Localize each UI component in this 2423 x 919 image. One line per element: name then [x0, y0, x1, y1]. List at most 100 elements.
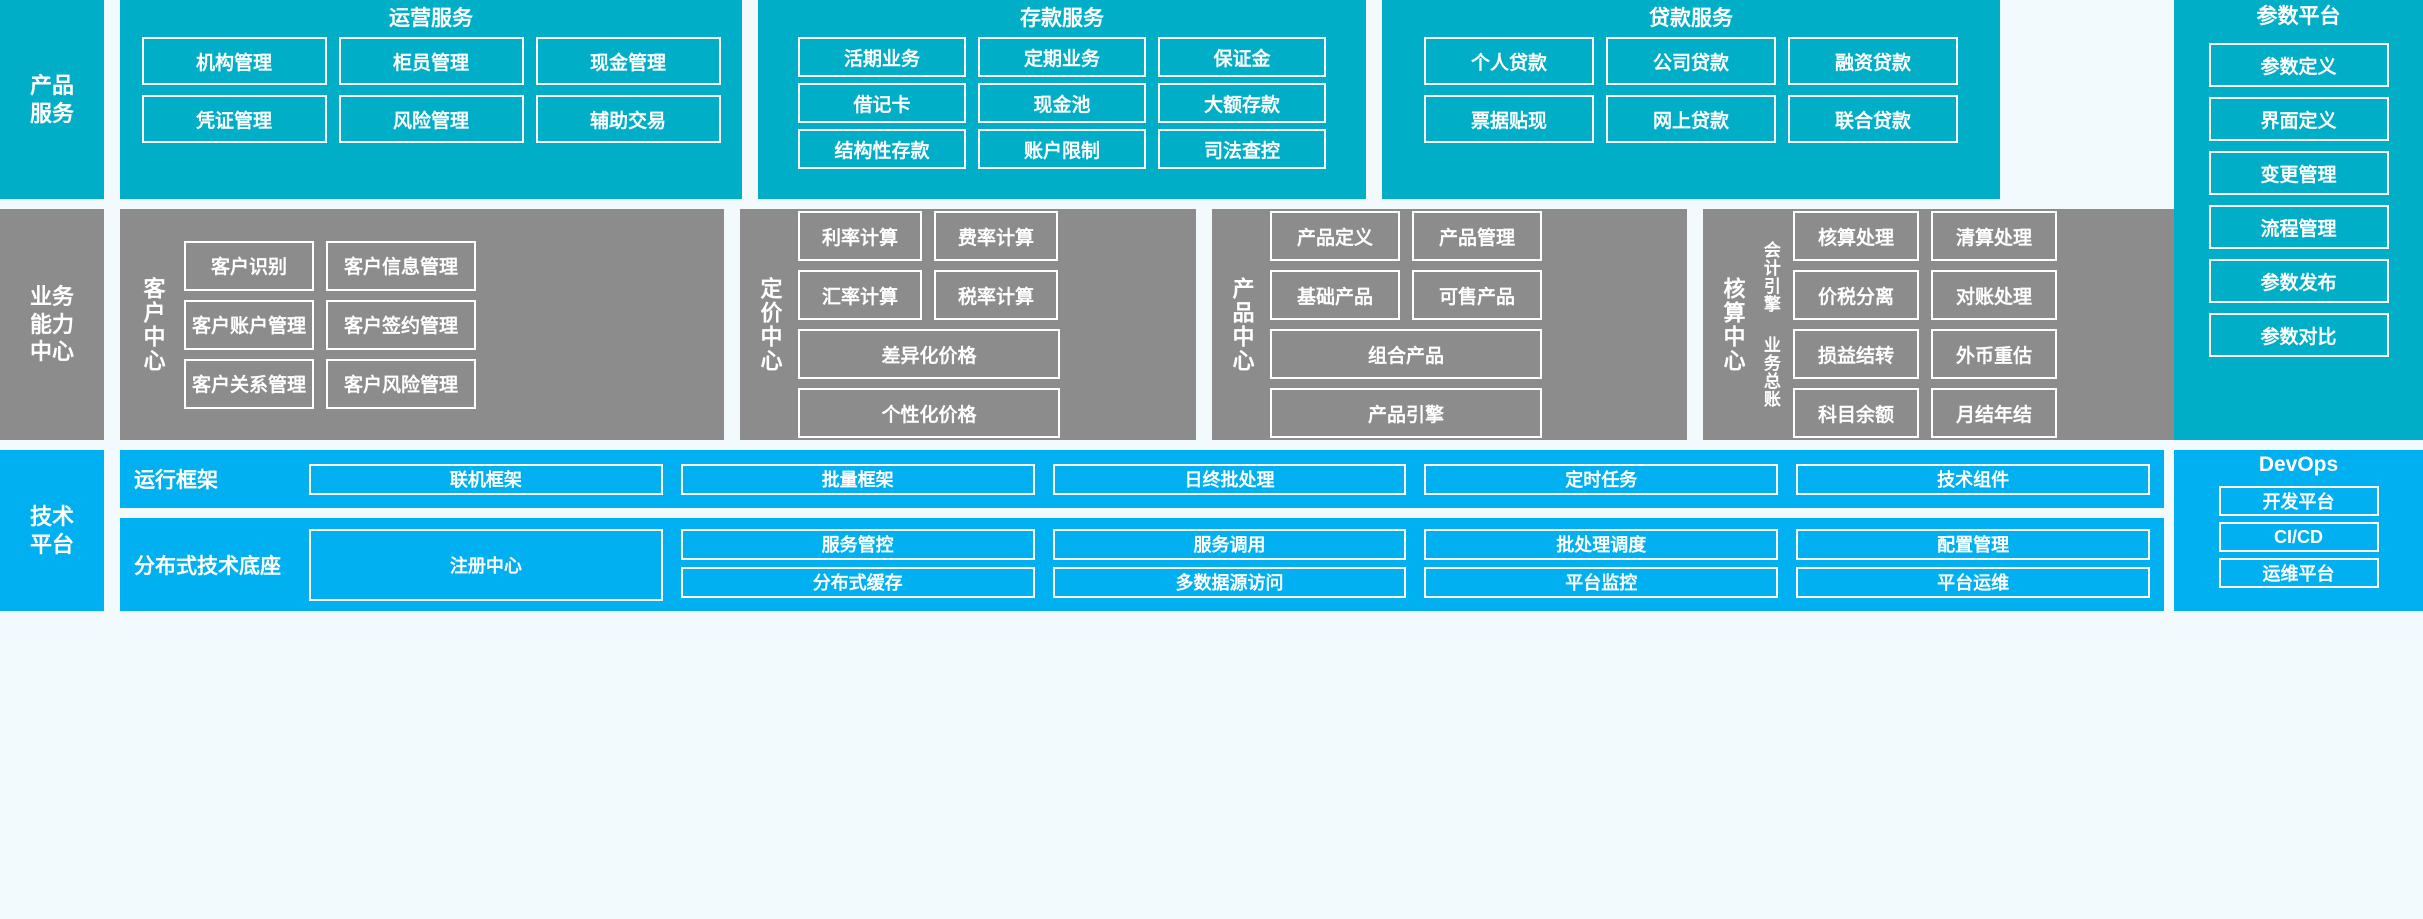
service-row: 结构性存款账户限制司法查控 [798, 129, 1326, 169]
parameter-platform-chip[interactable]: 参数发布 [2208, 259, 2389, 303]
service-chip[interactable]: 联合贷款 [1788, 95, 1958, 143]
service-chip[interactable]: 风险管理 [338, 95, 524, 143]
tech-column: 服务管控分布式缓存 [680, 528, 1035, 601]
capability-chip[interactable]: 可售产品 [1412, 270, 1542, 320]
capability-chip[interactable]: 利率计算 [798, 211, 922, 261]
tech-chip[interactable]: 配置管理 [1796, 528, 2150, 560]
service-chip[interactable]: 柜员管理 [338, 37, 524, 85]
tech-column: 注册中心 [309, 528, 663, 601]
capability-chip[interactable]: 客户信息管理 [326, 240, 476, 291]
tech-chip[interactable]: 日终批处理 [1052, 463, 1407, 495]
capability-chip[interactable]: 客户关系管理 [184, 358, 314, 409]
tech-chip[interactable]: 服务管控 [680, 528, 1035, 560]
parameter-platform-chip[interactable]: 界面定义 [2208, 97, 2389, 141]
service-chip[interactable]: 公司贷款 [1606, 37, 1776, 85]
service-row: 凭证管理风险管理辅助交易 [141, 95, 721, 143]
capability-chip[interactable]: 外币重估 [1931, 329, 2057, 379]
service-chip[interactable]: 活期业务 [798, 37, 966, 77]
service-chip[interactable]: 账户限制 [978, 129, 1146, 169]
parameter-platform-chip[interactable]: 参数定义 [2208, 43, 2389, 87]
service-chip[interactable]: 票据贴现 [1424, 95, 1594, 143]
service-chip[interactable]: 保证金 [1158, 37, 1326, 77]
parameter-platform-chip[interactable]: 参数对比 [2208, 313, 2389, 357]
service-chip[interactable]: 凭证管理 [141, 95, 327, 143]
service-chip[interactable]: 机构管理 [141, 37, 327, 85]
capability-chip[interactable]: 客户签约管理 [326, 299, 476, 350]
capability-chip[interactable]: 基础产品 [1270, 270, 1400, 320]
capability-chip[interactable]: 产品定义 [1270, 211, 1400, 261]
tech-column: 联机框架 [309, 463, 663, 495]
service-row: 活期业务定期业务保证金 [798, 37, 1326, 77]
capability-row: 损益结转外币重估 [1793, 329, 2057, 379]
service-row: 票据贴现网上贷款联合贷款 [1424, 95, 1958, 143]
service-chip[interactable]: 借记卡 [798, 83, 966, 123]
capability-center-label: 核算中心 [1720, 276, 1746, 373]
capability-chip[interactable]: 核算处理 [1793, 211, 1919, 261]
product-service-groups: 运营服务机构管理柜员管理现金管理凭证管理风险管理辅助交易存款服务活期业务定期业务… [104, 0, 2000, 199]
capability-row: 利率计算费率计算 [798, 211, 1060, 261]
service-chip[interactable]: 司法查控 [1158, 129, 1326, 169]
service-row: 机构管理柜员管理现金管理 [141, 37, 721, 85]
capability-chip[interactable]: 清算处理 [1931, 211, 2057, 261]
tech-column: 批量框架 [680, 463, 1035, 495]
capability-chip[interactable]: 组合产品 [1270, 329, 1542, 379]
tech-chip[interactable]: 平台监控 [1424, 566, 1779, 598]
service-chip[interactable]: 定期业务 [978, 37, 1146, 77]
service-chip[interactable]: 现金池 [978, 83, 1146, 123]
tech-bar-1: 运行框架 联机框架批量框架日终批处理定时任务技术组件 [120, 450, 2164, 508]
service-chip[interactable]: 个人贷款 [1424, 37, 1594, 85]
devops-title: DevOps [2258, 453, 2339, 476]
capability-chip[interactable]: 差异化价格 [798, 329, 1060, 379]
capability-row: 差异化价格 [798, 329, 1060, 379]
capability-chip[interactable]: 客户风险管理 [326, 358, 476, 409]
tech-chip[interactable]: 注册中心 [309, 528, 663, 601]
capability-chip[interactable]: 月结年结 [1931, 388, 2057, 438]
tech-chip[interactable]: 平台运维 [1796, 566, 2150, 598]
capability-chip[interactable]: 客户账户管理 [184, 299, 314, 350]
service-chip[interactable]: 辅助交易 [535, 95, 721, 143]
service-chip[interactable]: 结构性存款 [798, 129, 966, 169]
devops-panel: DevOps 开发平台 CI/CD 运维平台 [2174, 450, 2423, 611]
capability-chip[interactable]: 产品引擎 [1270, 388, 1542, 438]
tech-chip[interactable]: 批处理调度 [1424, 528, 1779, 560]
capability-chip[interactable]: 价税分离 [1793, 270, 1919, 320]
capability-chip[interactable]: 税率计算 [934, 270, 1058, 320]
band-product-services: 产品服务 运营服务机构管理柜员管理现金管理凭证管理风险管理辅助交易存款服务活期业… [0, 0, 2164, 199]
capability-row: 核算处理清算处理 [1793, 211, 2057, 261]
parameter-platform-chip[interactable]: 变更管理 [2208, 151, 2389, 195]
devops-items: 开发平台 CI/CD 运维平台 [2218, 480, 2379, 588]
capability-chip[interactable]: 汇率计算 [798, 270, 922, 320]
capability-row: 科目余额月结年结 [1793, 388, 2057, 438]
service-chip[interactable]: 现金管理 [535, 37, 721, 85]
service-group-title: 运营服务 [389, 7, 473, 30]
capability-chip[interactable]: 个性化价格 [798, 388, 1060, 438]
service-chip[interactable]: 融资贷款 [1788, 37, 1958, 85]
service-chip[interactable]: 网上贷款 [1606, 95, 1776, 143]
parameter-platform-panel: 参数平台 参数定义界面定义变更管理流程管理参数发布参数对比 [2174, 0, 2423, 440]
capability-chip[interactable]: 费率计算 [934, 211, 1058, 261]
tech-chip[interactable]: 服务调用 [1052, 528, 1407, 560]
tech-column: 批处理调度平台监控 [1424, 528, 1779, 601]
tech-chip[interactable]: 技术组件 [1796, 463, 2150, 495]
tech-column: 日终批处理 [1052, 463, 1407, 495]
devops-chip[interactable]: CI/CD [2218, 522, 2379, 552]
tech-column: 服务调用多数据源访问 [1052, 528, 1407, 601]
capability-row: 客户关系管理客户风险管理 [184, 358, 476, 409]
capability-row: 客户识别客户信息管理 [184, 240, 476, 291]
capability-chip[interactable]: 科目余额 [1793, 388, 1919, 438]
capability-chip[interactable]: 对账处理 [1931, 270, 2057, 320]
tech-chip[interactable]: 联机框架 [309, 463, 663, 495]
tech-chip[interactable]: 分布式缓存 [680, 566, 1035, 598]
devops-chip[interactable]: 开发平台 [2218, 486, 2379, 516]
tech-chip[interactable]: 定时任务 [1424, 463, 1779, 495]
tech-chip[interactable]: 多数据源访问 [1052, 566, 1407, 598]
capability-chip[interactable]: 客户识别 [184, 240, 314, 291]
devops-chip[interactable]: 运维平台 [2218, 558, 2379, 588]
tech-chip[interactable]: 批量框架 [680, 463, 1035, 495]
tech-bar-label: 运行框架 [134, 469, 218, 492]
capability-center-2: 定价中心利率计算费率计算汇率计算税率计算差异化价格个性化价格 [740, 209, 1196, 440]
capability-chip[interactable]: 产品管理 [1412, 211, 1542, 261]
service-chip[interactable]: 大额存款 [1158, 83, 1326, 123]
capability-chip[interactable]: 损益结转 [1793, 329, 1919, 379]
parameter-platform-chip[interactable]: 流程管理 [2208, 205, 2389, 249]
